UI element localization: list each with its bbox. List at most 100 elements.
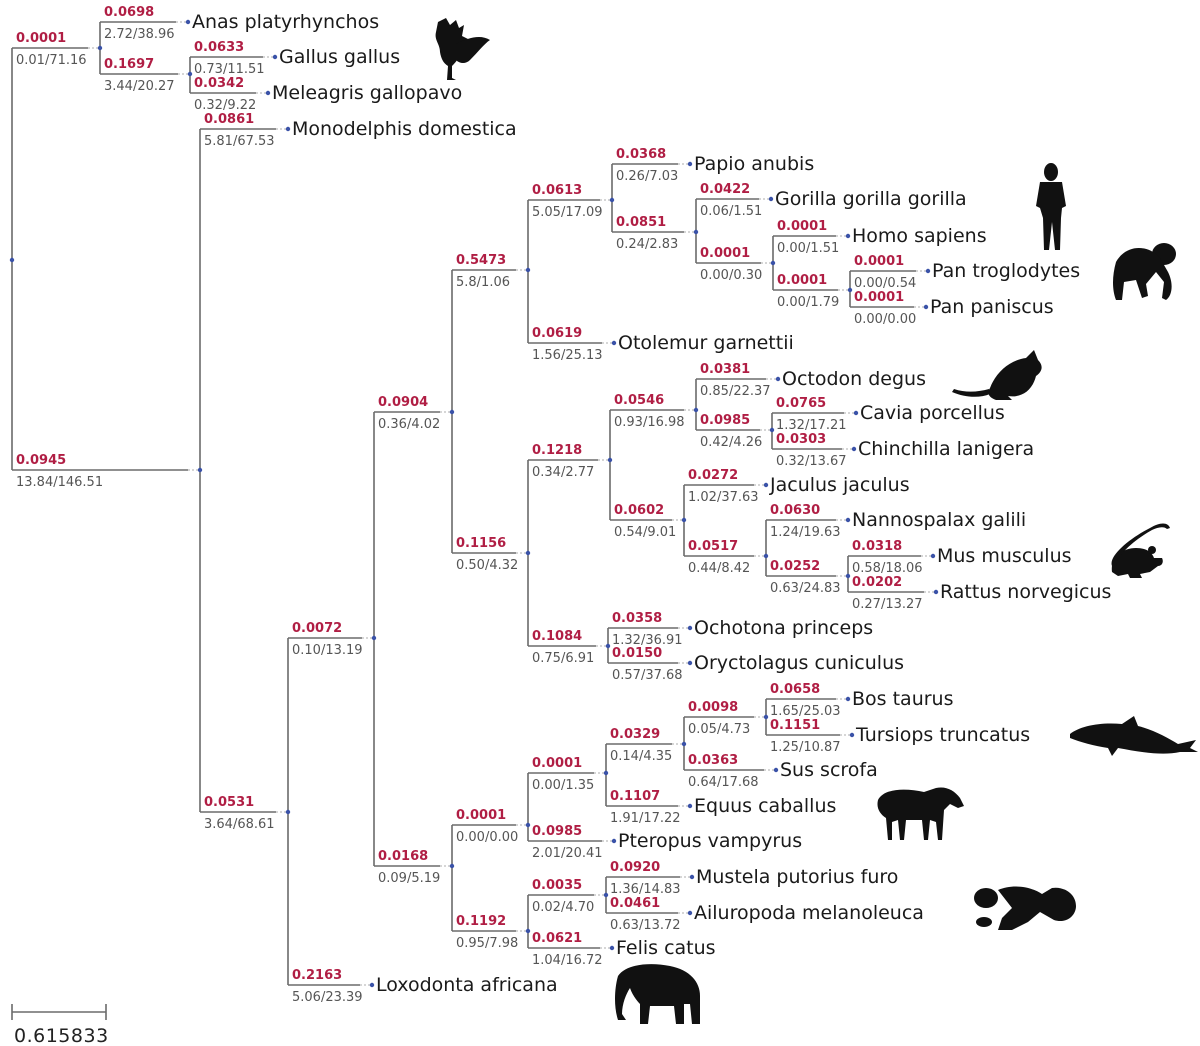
support-value-loxodonta: 0.2163: [292, 968, 342, 983]
branch-length-pan: 0.00/1.79: [777, 295, 839, 310]
branch-length-hystricomorpha: 0.93/16.98: [614, 415, 685, 430]
support-value-equus: 0.1107: [610, 789, 660, 804]
branch-length-tursiops: 1.25/10.87: [770, 740, 841, 755]
support-value-myomorpha: 0.0602: [614, 503, 664, 518]
branch-length-lagomorpha: 0.75/6.91: [532, 651, 594, 666]
support-value-sus: 0.0363: [688, 753, 738, 768]
support-value-bos: 0.0658: [770, 682, 820, 697]
node-dot-anthropoidea: [610, 198, 614, 202]
leaf-label-ochotona: Ochotona princeps: [694, 617, 873, 639]
leaf-dot-jaculus: [764, 483, 768, 487]
support-value-monodelphis: 0.0861: [204, 112, 254, 127]
node-dot-hominidae: [694, 230, 698, 234]
branch-length-sus: 0.64/17.68: [688, 775, 759, 790]
leaf-dot-bos: [846, 697, 850, 701]
branch-length-gal_mel: 3.44/20.27: [104, 79, 175, 94]
leaf-label-nannospalax: Nannospalax galili: [852, 509, 1026, 531]
leaf-dot-papio: [688, 162, 692, 166]
node-dot-cetartiodactyla: [682, 742, 686, 746]
support-value-eutheria: 0.0531: [204, 795, 254, 810]
human-icon: [1036, 163, 1066, 250]
support-value-carnivora: 0.1192: [456, 914, 506, 929]
leaf-dot-panpan: [924, 305, 928, 309]
branch-length-nannospalax: 1.24/19.63: [770, 525, 841, 540]
node-dot-myomorpha: [682, 518, 686, 522]
leaf-dot-gallus: [273, 55, 277, 59]
leaf-dot-oryctolagus: [688, 661, 692, 665]
leaf-label-bos: Bos taurus: [852, 688, 954, 710]
branch-length-caniformia: 0.02/4.70: [532, 900, 594, 915]
leaf-dot-cavia: [854, 411, 858, 415]
branch-length-myomorpha: 0.54/9.01: [614, 525, 676, 540]
support-value-ochotona: 0.0358: [612, 611, 662, 626]
node-dot-bird_root: [98, 46, 102, 50]
support-value-pan: 0.0001: [777, 273, 827, 288]
support-value-pteropus: 0.0985: [532, 824, 582, 839]
branch-length-cetartiodactyla: 0.14/4.35: [610, 749, 672, 764]
branch-length-boreo_afro: 0.10/13.19: [292, 643, 363, 658]
branch-length-carnivora: 0.95/7.98: [456, 936, 518, 951]
branch-length-anthropoidea: 5.05/17.09: [532, 205, 603, 220]
leaf-label-felis: Felis catus: [616, 937, 716, 959]
leaf-label-equus: Equus caballus: [694, 795, 836, 817]
node-dot-hominini: [771, 261, 775, 265]
leaf-dot-anas: [186, 20, 190, 24]
support-value-anthropoidea: 0.0613: [532, 183, 582, 198]
leaf-label-gorilla: Gorilla gorilla gorilla: [775, 188, 967, 210]
leaf-label-mustela: Mustela putorius furo: [696, 866, 898, 888]
support-value-scrotifera: 0.0001: [456, 808, 506, 823]
node-dot-boreo_afro: [372, 636, 376, 640]
node-dot-gal_mel: [188, 72, 192, 76]
branch-length-papio: 0.26/7.03: [616, 169, 678, 184]
leaf-dot-mustela: [690, 875, 694, 879]
scale-bar: 0.615833: [12, 1004, 109, 1046]
support-value-fereuungulata: 0.0001: [532, 756, 582, 771]
branch-length-oryctolagus: 0.57/37.68: [612, 668, 683, 683]
support-value-rattus: 0.0202: [852, 575, 902, 590]
leaf-label-oryctolagus: Oryctolagus cuniculus: [694, 652, 904, 674]
branch-length-murinae: 0.63/24.83: [770, 581, 841, 596]
leaf-label-jaculus: Jaculus jaculus: [769, 474, 910, 496]
branch-length-felis: 1.04/16.72: [532, 953, 603, 968]
leaf-dot-ailuropoda: [688, 911, 692, 915]
node-dot-cav_chin: [770, 428, 774, 432]
branch-length-cav_chin: 0.42/4.26: [700, 435, 762, 450]
leaf-label-pantrog: Pan troglodytes: [932, 260, 1080, 282]
node-dot-glires: [526, 551, 530, 555]
support-value-muroidea: 0.0517: [688, 539, 738, 554]
support-value-caniformia: 0.0035: [532, 878, 582, 893]
leaf-dot-octodon: [776, 377, 780, 381]
support-value-felis: 0.0621: [532, 931, 582, 946]
leaf-label-octodon: Octodon degus: [782, 368, 926, 390]
support-value-cav_chin: 0.0985: [700, 413, 750, 428]
support-value-chinchilla: 0.0303: [776, 432, 826, 447]
leaf-dot-otolemur: [612, 341, 616, 345]
leaf-label-meleagris: Meleagris gallopavo: [272, 82, 462, 104]
node-dot-primates: [526, 268, 530, 272]
leaf-label-otolemur: Otolemur garnettii: [618, 332, 794, 354]
leaf-dot-gorilla: [769, 197, 773, 201]
support-value-hystricomorpha: 0.0546: [614, 393, 664, 408]
support-value-octodon: 0.0381: [700, 362, 750, 377]
support-value-ailuropoda: 0.0461: [610, 896, 660, 911]
panda-icon: [974, 887, 1076, 930]
branch-length-scrotifera: 0.00/0.00: [456, 830, 518, 845]
scale-bar-label: 0.615833: [14, 1025, 109, 1046]
support-value-anas: 0.0698: [104, 5, 154, 20]
degu-icon: [952, 350, 1042, 400]
leaf-label-chinchilla: Chinchilla lanigera: [858, 438, 1034, 460]
support-value-tursiops: 0.1151: [770, 718, 820, 733]
support-value-gallus: 0.0633: [194, 40, 244, 55]
branch-length-mus: 0.58/18.06: [852, 561, 923, 576]
node-dot-caniformia: [604, 893, 608, 897]
leaf-dot-rattus: [934, 590, 938, 594]
support-value-papio: 0.0368: [616, 147, 666, 162]
support-value-rodentia: 0.1218: [532, 443, 582, 458]
support-value-bird_root: 0.0001: [16, 31, 66, 46]
branch-length-octodon: 0.85/22.37: [700, 384, 771, 399]
support-value-laurasiatheria: 0.0168: [378, 849, 428, 864]
leaf-dot-nannospalax: [846, 518, 850, 522]
branch-length-mammal_root: 13.84/146.51: [16, 475, 103, 490]
leaf-dot-chinchilla: [852, 447, 856, 451]
support-value-mustela: 0.0920: [610, 860, 660, 875]
